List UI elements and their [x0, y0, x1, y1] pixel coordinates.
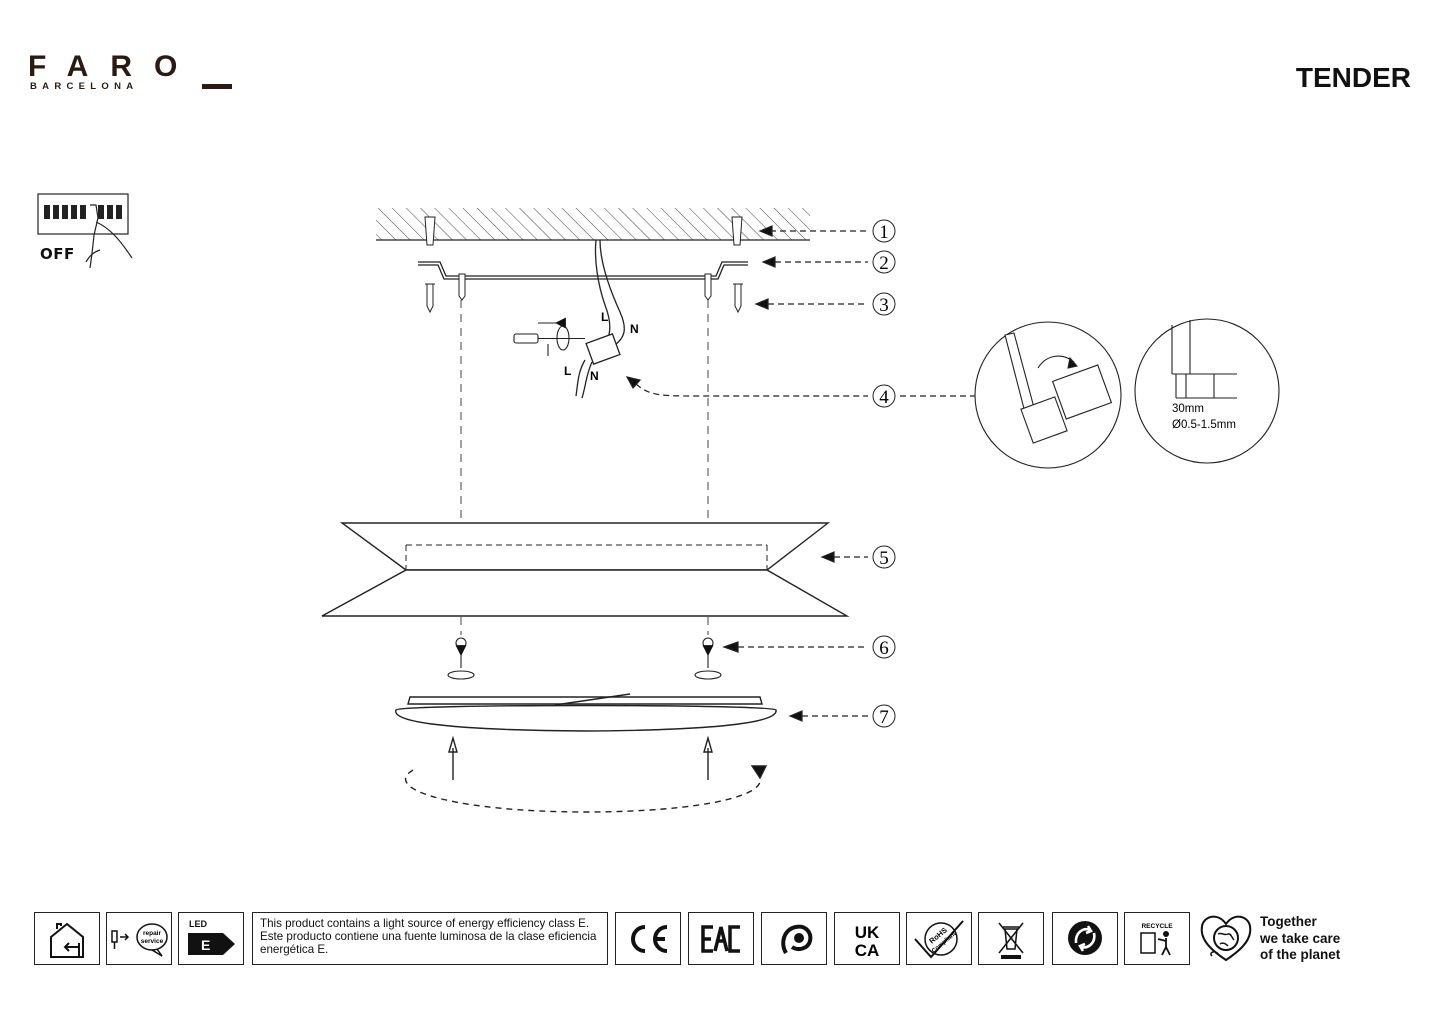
heart-earth-icon	[1200, 915, 1252, 962]
ceiling	[376, 208, 810, 241]
crossed-bin-icon	[998, 922, 1024, 959]
together-slogan: Together we take care of the planet	[1260, 914, 1340, 964]
diffuser	[395, 693, 777, 813]
ce-icon	[631, 925, 668, 953]
wire-label-live-bottom: L	[564, 364, 571, 378]
slogan-line-3: of the planet	[1260, 947, 1341, 962]
brand-subtitle: BARCELONA	[30, 81, 139, 92]
lamp-shade	[321, 522, 850, 617]
eac-mark	[688, 912, 754, 965]
power-off-label: OFF	[40, 245, 75, 263]
slogan-line-2: we take care	[1260, 930, 1341, 946]
wall-plugs	[424, 216, 743, 246]
repair-service-icon: repair service	[106, 912, 172, 965]
breaker-panel-icon	[37, 193, 133, 269]
ukca-top: UK	[855, 923, 880, 942]
rohs-icon: RoHS Compliant	[914, 920, 964, 959]
slogan-line-1: Together	[1260, 914, 1317, 929]
screws	[425, 273, 743, 314]
energy-class-arrow: E	[188, 933, 235, 955]
weee-mark	[978, 912, 1044, 965]
callout-4: 4	[879, 387, 889, 408]
callout-7: 7	[879, 707, 889, 728]
wire-label-neutral-top: N	[630, 322, 639, 336]
led-label: LED	[189, 919, 207, 929]
strip-length-label: 30mm	[1172, 403, 1204, 415]
repair-label: repair	[143, 930, 162, 937]
fixing-knobs	[447, 637, 722, 680]
energy-statement-line-2: Este producto contiene una fuente lumino…	[260, 930, 597, 943]
callout-leaders	[625, 225, 975, 722]
brand-name: FARO	[28, 50, 200, 83]
green-dot-icon	[1068, 921, 1102, 955]
energy-statement: This product contains a light source of …	[256, 913, 606, 965]
energy-statement-line-3: energética E.	[260, 943, 329, 956]
rohs-mark: RoHS Compliant	[906, 912, 972, 965]
green-dot-mark	[1052, 912, 1118, 965]
recycle-label: RECYCLE	[1141, 923, 1173, 930]
callout-1: 1	[879, 222, 889, 243]
energy-class-letter: E	[201, 937, 210, 953]
service-label: service	[141, 938, 164, 945]
ukca-icon: UK CA	[855, 923, 880, 960]
energy-label-icon: LED E	[178, 912, 244, 965]
eac-icon	[701, 925, 740, 953]
product-title: TENDER	[1295, 62, 1411, 93]
brand-underline	[202, 84, 232, 89]
callout-circles	[872, 219, 896, 728]
mains-cable	[575, 239, 625, 399]
plug-safety-icon	[781, 924, 813, 955]
callout-2: 2	[879, 253, 889, 274]
indoor-use-icon	[34, 912, 100, 965]
recycle-mark: RECYCLE	[1124, 912, 1190, 965]
callout-3: 3	[879, 295, 889, 316]
callout-6: 6	[879, 638, 889, 659]
ce-mark	[615, 912, 681, 965]
recycle-icon: RECYCLE	[1140, 923, 1173, 956]
plug-safety-mark	[761, 912, 827, 965]
house-icon	[50, 922, 84, 958]
ukca-mark: UK CA	[834, 912, 900, 965]
brand-logo: FARO BARCELONA	[28, 50, 232, 95]
wiring-detail	[974, 321, 1122, 469]
lamp-replace-icon: repair service	[111, 923, 168, 957]
wire-label-live-top: L	[601, 310, 608, 324]
ukca-bottom: CA	[855, 941, 880, 960]
wire-label-neutral-bottom: N	[590, 369, 599, 383]
energy-statement-line-1: This product contains a light source of …	[260, 917, 590, 930]
mounting-bracket	[418, 261, 748, 280]
cable-strip-detail	[1134, 318, 1280, 464]
energy-text-box	[252, 912, 608, 965]
wire-diameter-label: Ø0.5-1.5mm	[1172, 419, 1236, 431]
callout-5: 5	[879, 548, 889, 569]
screwdriver-icon	[513, 317, 585, 356]
